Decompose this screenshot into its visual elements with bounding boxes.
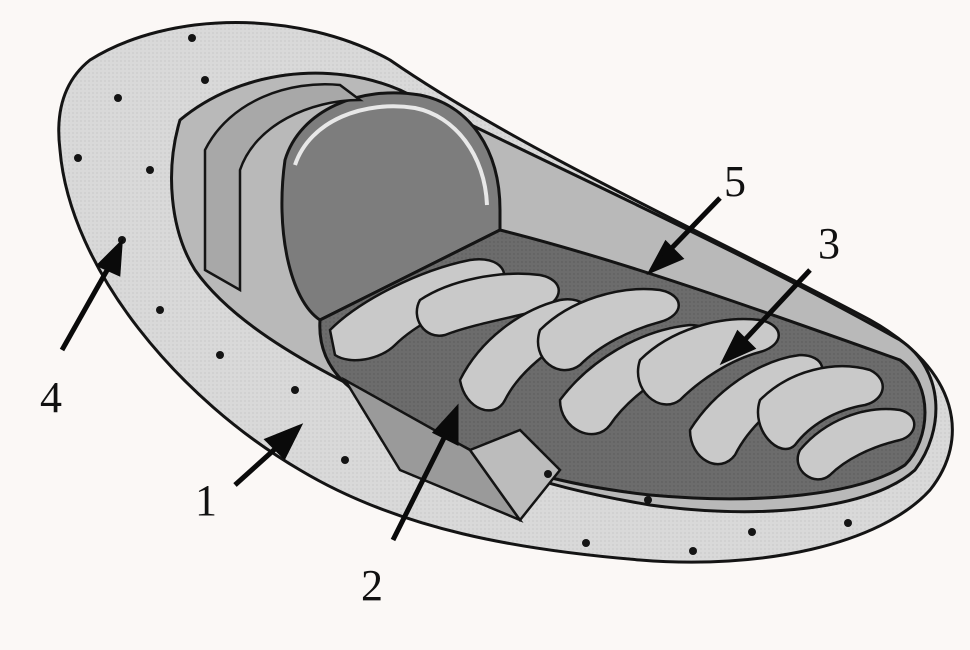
label-1: 1 [195,476,217,525]
arrow-3 [719,268,812,366]
arrow-5 [646,196,722,276]
label-2: 2 [361,561,383,610]
membrane-band [203,83,364,293]
arrow-2 [390,403,459,542]
arrows [59,196,812,542]
cut-section-front [341,376,562,523]
crista-cap [280,91,502,322]
label-3: 3 [818,219,840,268]
crista-cap-rim [293,104,489,206]
arrow-1 [233,423,304,487]
label-5: 5 [724,157,746,206]
label-4: 4 [40,373,62,422]
arrow-4 [59,238,123,352]
